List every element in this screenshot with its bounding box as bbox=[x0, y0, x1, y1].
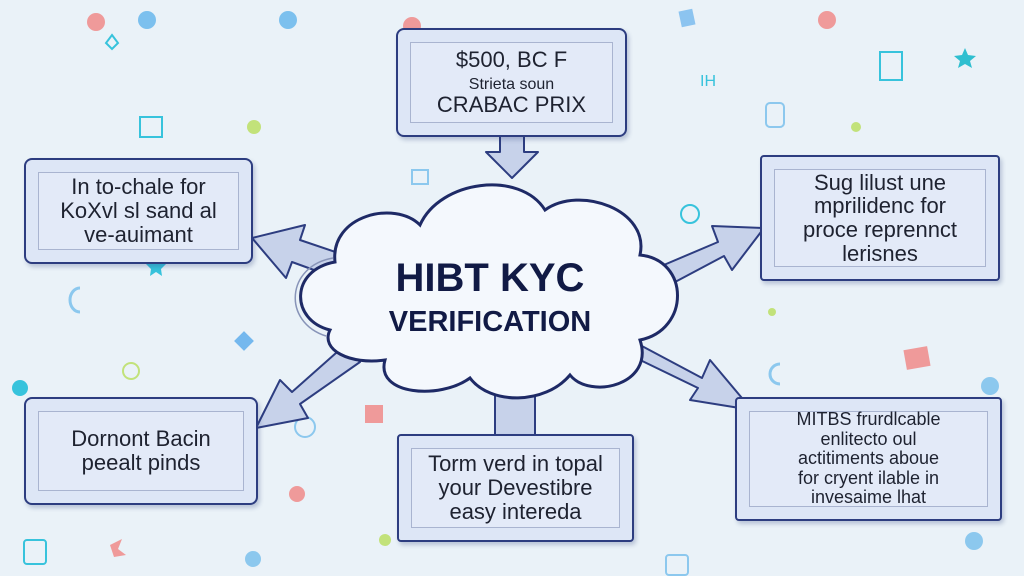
dot-icon bbox=[768, 308, 776, 316]
coin-icon bbox=[138, 11, 156, 29]
cloud-sketch-line bbox=[294, 257, 334, 337]
box-line: invesaime lhat bbox=[810, 487, 927, 508]
box-line: your Devestibre bbox=[438, 475, 593, 501]
box-line: CRABAC PRIX bbox=[436, 92, 587, 118]
info-box-left-bottom: Dornont Bacin peealt pinds bbox=[24, 397, 258, 505]
info-box-right-top: Sug lilust une mprilidenc for proce repr… bbox=[760, 155, 1000, 281]
box-line: peealt pinds bbox=[81, 450, 201, 475]
ticket-icon bbox=[365, 405, 383, 423]
arrow-right-bottom bbox=[635, 344, 753, 411]
arrow-down-top bbox=[485, 129, 539, 179]
box-line: Sug lilust une bbox=[813, 169, 947, 195]
document-icon bbox=[879, 51, 903, 81]
coin-icon bbox=[818, 11, 836, 29]
box-line: Dornont Bacin bbox=[71, 426, 211, 452]
gear-icon bbox=[104, 33, 120, 51]
register-icon bbox=[139, 116, 163, 138]
coin-icon bbox=[289, 486, 305, 502]
central-cloud bbox=[299, 183, 679, 400]
arrows bbox=[251, 129, 765, 437]
face-icon bbox=[680, 204, 700, 224]
dot-icon bbox=[379, 534, 391, 546]
star-icon bbox=[146, 256, 166, 276]
coin-icon bbox=[981, 377, 999, 395]
box-line: easy intereda bbox=[449, 498, 582, 524]
c-shape-icon bbox=[768, 362, 781, 386]
coin-icon bbox=[965, 532, 983, 550]
frame-icon bbox=[23, 539, 47, 565]
diamond-icon bbox=[234, 331, 254, 351]
chat-bubble-icon bbox=[12, 380, 28, 396]
box-line: Torm verd in topal bbox=[428, 451, 603, 477]
splash-icon bbox=[110, 539, 126, 557]
gear-icon bbox=[122, 362, 140, 380]
coin-icon bbox=[87, 13, 105, 31]
arrow-left-bottom bbox=[255, 344, 361, 429]
info-box-bottom: Torm verd in topal your Devestibre easy … bbox=[397, 434, 634, 542]
coin-icon bbox=[279, 11, 297, 29]
box-line: actitiments aboue bbox=[797, 448, 940, 469]
box-line: In to-chale for bbox=[71, 174, 206, 200]
ticket-icon bbox=[903, 346, 931, 370]
box-line: Strieta soun bbox=[468, 75, 555, 93]
center-title: HIBT KYC bbox=[395, 256, 585, 300]
info-box-left-top: In to-chale for KoXvl sl sand al ve-auim… bbox=[24, 158, 253, 264]
decor-text: IH bbox=[700, 73, 716, 90]
center-subtitle: VERIFICATION bbox=[388, 306, 592, 338]
dot-icon bbox=[247, 120, 261, 134]
decorative-icons: IH bbox=[12, 8, 999, 576]
info-box-right-bottom: MITBS frurdlcable enlitecto oul actitime… bbox=[735, 397, 1002, 521]
star-icon bbox=[954, 48, 976, 68]
box-line: ve-auimant bbox=[84, 221, 193, 247]
chat-icon bbox=[665, 554, 689, 576]
info-box-top: $500, BC F Strieta soun CRABAC PRIX bbox=[396, 28, 627, 137]
box-line: proce reprennct bbox=[802, 217, 958, 242]
box-line: MITBS frurdlcable bbox=[796, 409, 941, 430]
phone-icon bbox=[765, 102, 785, 128]
box-line: KoXvl sl sand al bbox=[60, 198, 217, 224]
coin-icon bbox=[245, 551, 261, 567]
dot-icon bbox=[851, 122, 861, 132]
card-icon bbox=[678, 8, 696, 28]
box-line: mprilidenc for bbox=[813, 193, 947, 219]
chat-icon bbox=[411, 169, 429, 185]
box-line: $500, BC F bbox=[455, 47, 568, 73]
box-line: enlitecto oul bbox=[820, 428, 917, 449]
c-shape-icon bbox=[68, 286, 81, 314]
box-line: lerisnes bbox=[842, 240, 918, 266]
box-line: for cryent ilable in bbox=[797, 467, 940, 488]
